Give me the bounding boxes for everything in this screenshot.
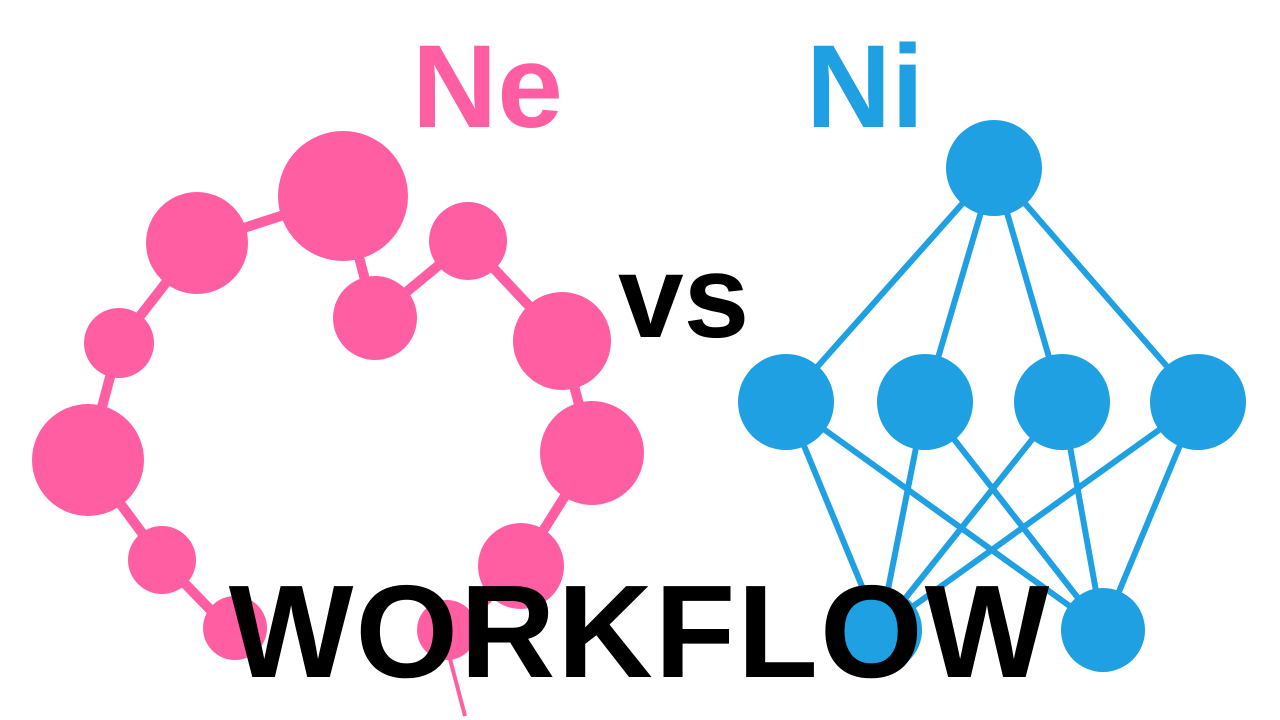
vs-label: vs bbox=[618, 231, 750, 363]
ne-node bbox=[333, 276, 417, 360]
ni-node bbox=[1150, 354, 1246, 450]
ne-node bbox=[278, 131, 408, 261]
workflow-caption: WORKFLOW bbox=[228, 558, 1052, 705]
ni-edge bbox=[878, 399, 1200, 633]
ne-node bbox=[417, 600, 477, 660]
ne-node bbox=[513, 292, 611, 390]
ni-node bbox=[877, 354, 973, 450]
ni-node bbox=[946, 120, 1042, 216]
ne-node bbox=[540, 401, 644, 505]
ni-edge bbox=[784, 399, 1105, 633]
ni-node bbox=[1014, 354, 1110, 450]
ni-node bbox=[838, 588, 922, 672]
ni-edge bbox=[922, 400, 1106, 632]
ni-network bbox=[738, 120, 1246, 672]
ne-title: Ne bbox=[412, 21, 563, 153]
ni-node bbox=[738, 354, 834, 450]
ni-edge bbox=[877, 400, 1065, 632]
ne-node bbox=[146, 192, 248, 294]
ne-node bbox=[128, 526, 196, 594]
ni-title: Ni bbox=[806, 21, 924, 153]
ni-node bbox=[1061, 588, 1145, 672]
ne-node bbox=[32, 404, 144, 516]
ne-network bbox=[32, 131, 644, 717]
ne-node bbox=[429, 202, 507, 280]
ne-node bbox=[203, 596, 267, 660]
ne-node bbox=[84, 308, 154, 378]
ni-edge bbox=[991, 166, 1201, 404]
ne-node bbox=[478, 523, 564, 609]
ni-edge bbox=[783, 166, 997, 404]
